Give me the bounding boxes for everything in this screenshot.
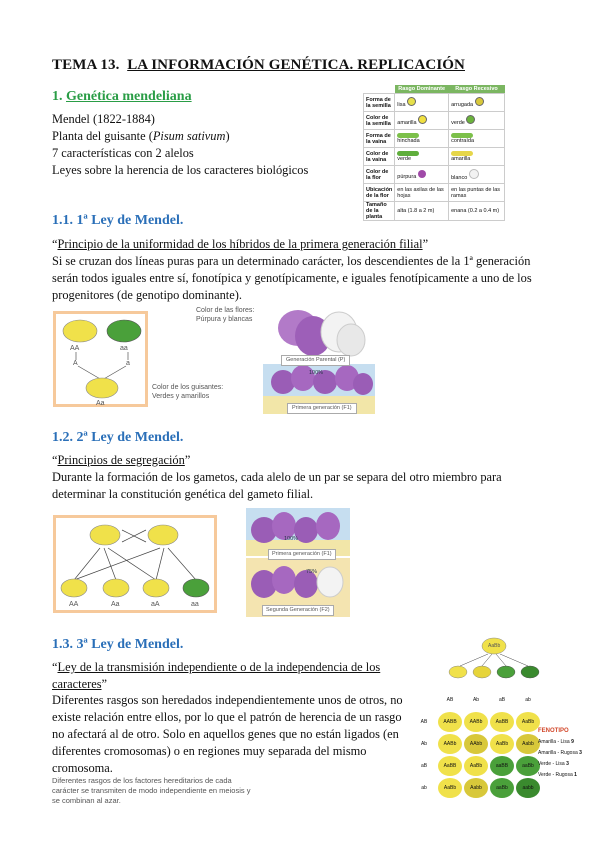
law-3-quote: “Ley de la transmisión independiente o d… (52, 660, 381, 691)
traits-table: Rasgo Dominante Rasgo Recesivo Forma de … (362, 85, 505, 221)
dominant-header: Rasgo Dominante (394, 85, 449, 94)
genotype-label: Aa (111, 601, 120, 608)
punnett-cell: aaBb (490, 778, 514, 798)
flower-generation-figure-1: Generación Parental (P) 100% Primera gen… (263, 306, 375, 414)
law-3-heading: 1.3. 3ª Ley de Mendel. (52, 637, 184, 652)
punnett-cell: AaBb (516, 712, 540, 732)
genotype-label: aA (151, 601, 160, 608)
law-3-quote-text: Ley de la transmisión independiente o de… (52, 660, 381, 691)
punnett-cell: AAbb (464, 734, 488, 754)
punnett-cell: AABb (438, 734, 462, 754)
punnett-cell: aaBB (490, 756, 514, 776)
punnett-table: AB Ab aB ab AB AABB AABb AaBB AaBb Ab AA… (410, 688, 542, 800)
punnett-cell: AABB (438, 712, 462, 732)
percent-label: 100% (309, 370, 324, 376)
section-1-body: Mendel (1822-1884) Planta del guisante (… (52, 111, 352, 179)
section-1-number: 1. (52, 89, 63, 104)
punnett-row-header: AB (420, 719, 428, 725)
title-number: TEMA 13. (52, 57, 120, 73)
cross-diagram-2-svg (60, 524, 210, 598)
punnett-parent: AaBb (488, 643, 501, 649)
punnett-svg (448, 637, 540, 679)
gen-f1-label: Primera generación (F1) (268, 549, 336, 560)
legend-item: Verde - Lisa 3 (538, 761, 569, 767)
law-1-quote: “Principio de la uniformidad de los híbr… (52, 237, 429, 251)
seed-note: Color de los guisantes: Verdes y amarill… (152, 384, 224, 400)
punnett-cell: AaBB (438, 756, 462, 776)
gen-p-label: Generación Parental (P) (281, 355, 351, 366)
law-3-note: Diferentes rasgos de los factores heredi… (52, 776, 251, 805)
punnett-cell: AaBb (438, 778, 462, 798)
punnett-row-header: ab (421, 785, 427, 791)
punnett-col-header: Ab (472, 697, 480, 703)
flower-generation-figure-2: 100% Primera generación (F1) 75% Segunda… (246, 508, 350, 617)
punnett-row-header: Ab (420, 741, 428, 747)
percent-label-1: 100% (284, 536, 299, 542)
title-text: LA INFORMACIÓN GENÉTICA. REPLICACIÓN (127, 57, 465, 73)
percent-label-2: 75% (306, 569, 318, 575)
legend-item: Amarilla - Lisa 9 (538, 739, 574, 745)
legend-item: Verde - Rugosa 1 (538, 772, 577, 778)
gamete-A: A (73, 360, 78, 367)
traits-table-figure: Rasgo Dominante Rasgo Recesivo Forma de … (362, 85, 505, 222)
section-1-title: Genética mendeliana (66, 89, 192, 104)
law-1-body: Si se cruzan dos líneas puras para un de… (52, 254, 532, 302)
cross-diagram-1: AA aa A a Aa (53, 311, 148, 407)
punnett-cell: aaBb (516, 756, 540, 776)
law-2-quote: “Principios de segregación” (52, 453, 191, 467)
laws-line: Leyes sobre la herencia de los caractere… (52, 163, 309, 177)
mendel-line: Mendel (1822-1884) (52, 112, 155, 126)
law-3-body: Diferentes rasgos son heredados independ… (52, 693, 403, 775)
traits-line: 7 características con 2 alelos (52, 146, 194, 160)
punnett-cell: AaBB (490, 712, 514, 732)
law-2-body: Durante la formación de los gametos, cad… (52, 470, 502, 501)
law-1-heading: 1.1. 1ª Ley de Mendel. (52, 213, 184, 228)
cross-diagram-1-svg (62, 319, 142, 399)
genotype-Aa: Aa (96, 400, 105, 407)
fenotipo-title: FENOTIPO (538, 728, 569, 734)
punnett-col-header: aB (498, 697, 506, 703)
punnett-col-header: ab (525, 697, 531, 703)
gamete-a: a (126, 360, 130, 367)
genotype-label: AA (69, 601, 79, 608)
genotype-AA: AA (70, 345, 80, 352)
gen-f2-label: Segunda Generación (F2) (262, 605, 334, 616)
punnett-cell: AaBb (464, 756, 488, 776)
law-1-quote-text: Principio de la uniformidad de los híbri… (57, 237, 423, 251)
page-title: TEMA 13. LA INFORMACIÓN GENÉTICA. REPLIC… (52, 57, 465, 74)
punnett-row-header: aB (420, 763, 428, 769)
section-1-heading: 1. Genética mendeliana (52, 89, 192, 105)
punnett-cell: Aabb (516, 734, 540, 754)
recessive-header: Rasgo Recesivo (448, 85, 505, 94)
gen-f1-label: Primera generación (F1) (287, 403, 357, 414)
punnett-figure: AaBb AB Ab aB ab AB AABB AABb AaBB AaBb … (408, 636, 588, 818)
punnett-cell: Aabb (464, 778, 488, 798)
legend-item: Amarilla - Rugosa 3 (538, 750, 582, 756)
law-2-heading: 1.2. 2ª Ley de Mendel. (52, 430, 184, 445)
genotype-label: aa (191, 601, 199, 608)
flower-note: Color de las flores: Púrpura y blancas (196, 307, 255, 323)
law-2-quote-text: Principios de segregación (57, 453, 185, 467)
punnett-col-header: AB (446, 697, 454, 703)
punnett-cell: AaBb (490, 734, 514, 754)
punnett-cell: AABb (464, 712, 488, 732)
cross-diagram-2: AA Aa aA aa (53, 515, 217, 613)
punnett-cell: aabb (516, 778, 540, 798)
pea-line: Planta del guisante (Pisum sativum) (52, 129, 230, 143)
genotype-aa: aa (120, 345, 128, 352)
flowers-svg-2 (246, 508, 350, 617)
phenotype-legend: FENOTIPO Amarilla - Lisa 9 Amarilla - Ru… (538, 728, 584, 778)
